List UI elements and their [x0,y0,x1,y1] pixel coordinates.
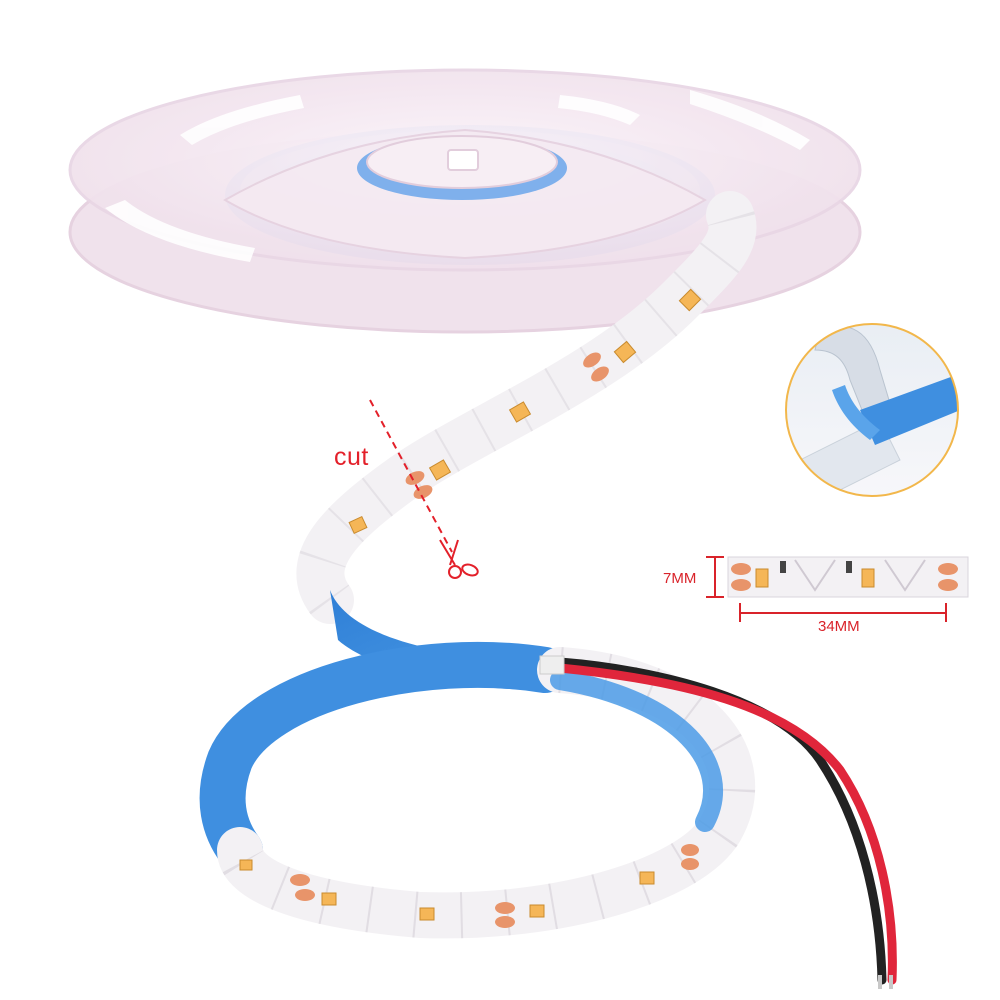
reel [68,68,862,334]
dimension-strip [706,556,969,622]
height-dimension-label: 7MM [663,570,697,587]
cut-label: cut [334,443,369,471]
length-dimension-label: 34MM [818,618,860,635]
adhesive-detail-inset [785,323,959,497]
led-chips [239,288,702,921]
scissors-icon [439,539,479,579]
cut-guide-line [369,399,453,553]
power-wires [539,655,897,989]
